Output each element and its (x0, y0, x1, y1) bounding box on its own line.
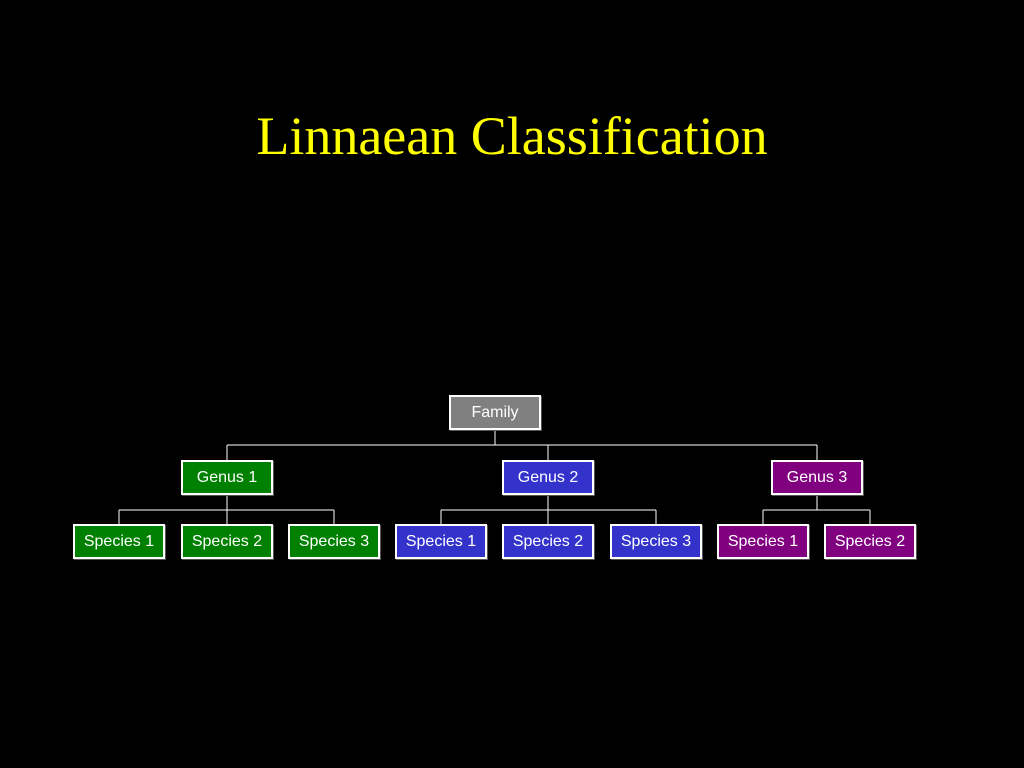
node-family: Family (449, 395, 541, 430)
node-genus-1: Genus 1 (181, 460, 273, 495)
node-g2-species-1: Species 1 (395, 524, 487, 559)
node-genus-1-label: Genus 1 (196, 468, 258, 486)
node-g1-species-3: Species 3 (288, 524, 380, 559)
node-g3-species-1-label: Species 1 (727, 532, 799, 550)
node-g1-species-2-label: Species 2 (191, 532, 263, 550)
node-genus-2-label: Genus 2 (517, 468, 579, 486)
node-genus-3: Genus 3 (771, 460, 863, 495)
node-g3-species-2-label: Species 2 (834, 532, 906, 550)
node-g1-species-3-label: Species 3 (298, 532, 370, 550)
node-g2-species-2: Species 2 (502, 524, 594, 559)
node-g3-species-2: Species 2 (824, 524, 916, 559)
node-g1-species-2: Species 2 (181, 524, 273, 559)
node-genus-3-label: Genus 3 (786, 468, 848, 486)
node-g2-species-2-label: Species 2 (512, 532, 584, 550)
node-g2-species-3: Species 3 (610, 524, 702, 559)
node-genus-2: Genus 2 (502, 460, 594, 495)
node-g1-species-1: Species 1 (73, 524, 165, 559)
node-g1-species-1-label: Species 1 (83, 532, 155, 550)
node-g3-species-1: Species 1 (717, 524, 809, 559)
node-g2-species-1-label: Species 1 (405, 532, 477, 550)
slide-title: Linnaean Classification (256, 106, 768, 166)
node-g2-species-3-label: Species 3 (620, 532, 692, 550)
node-family-label: Family (471, 403, 519, 421)
